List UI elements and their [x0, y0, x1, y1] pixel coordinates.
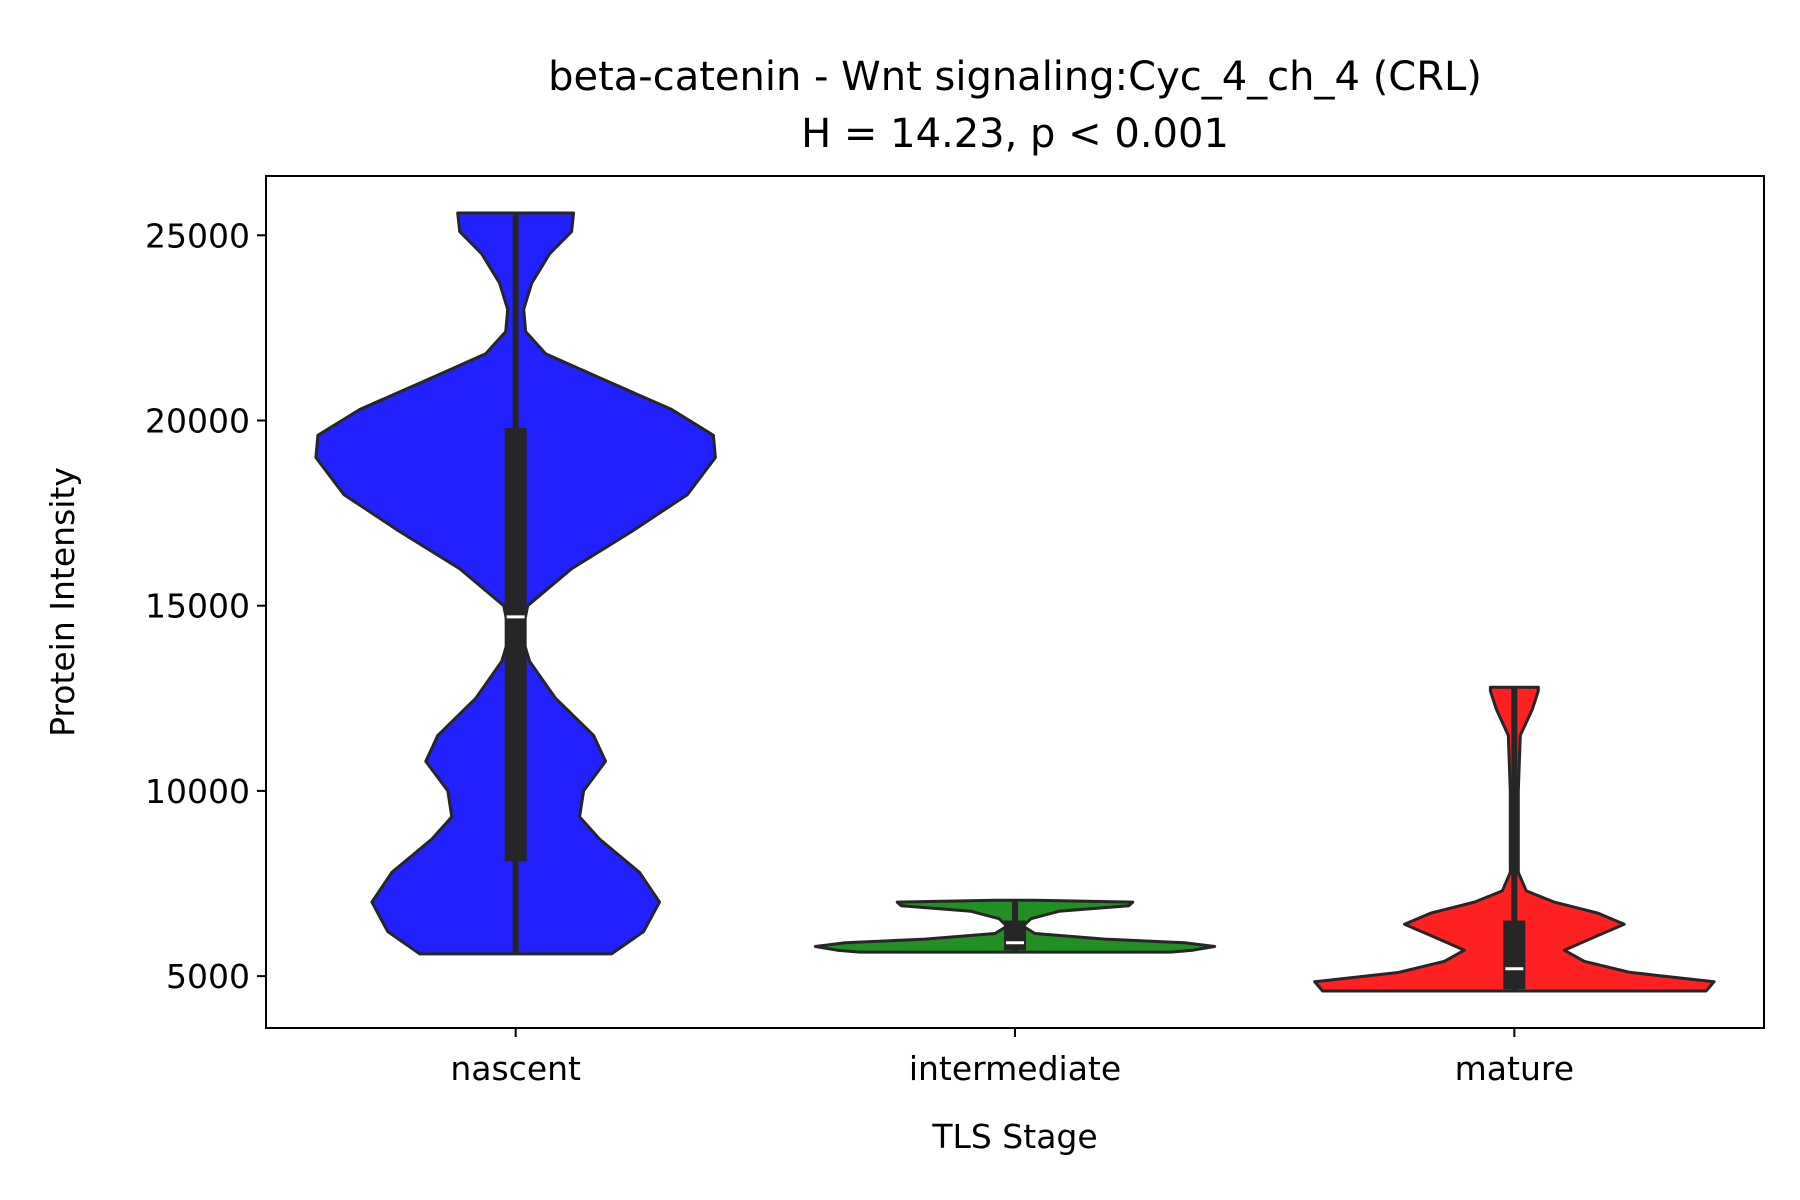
violin-iqr-box: [1004, 920, 1026, 951]
x-axis: nascent intermediate mature: [450, 1028, 1574, 1088]
violin-iqr-box: [504, 427, 527, 862]
x-tick-label: mature: [1455, 1049, 1574, 1088]
violin-iqr-box: [1503, 920, 1526, 990]
y-axis-label: Protein Intensity: [43, 467, 82, 737]
y-axis: 5000 10000 15000 20000 25000: [145, 216, 266, 996]
y-tick-label: 15000: [145, 587, 250, 626]
chart-title: beta-catenin - Wnt signaling:Cyc_4_ch_4 …: [548, 54, 1482, 100]
violin-intermediate: [813, 898, 1217, 954]
violin-layer: [314, 211, 1716, 993]
y-tick-label: 5000: [166, 957, 250, 996]
x-tick-label: nascent: [450, 1049, 581, 1088]
y-tick-label: 20000: [145, 401, 250, 440]
violin-mature: [1313, 685, 1716, 993]
x-axis-label: TLS Stage: [931, 1117, 1097, 1156]
y-tick-label: 10000: [145, 772, 250, 811]
violin-nascent: [314, 211, 717, 956]
chart-subtitle: H = 14.23, p < 0.001: [801, 111, 1229, 157]
x-tick-label: intermediate: [909, 1049, 1121, 1088]
y-tick-label: 25000: [145, 216, 250, 255]
